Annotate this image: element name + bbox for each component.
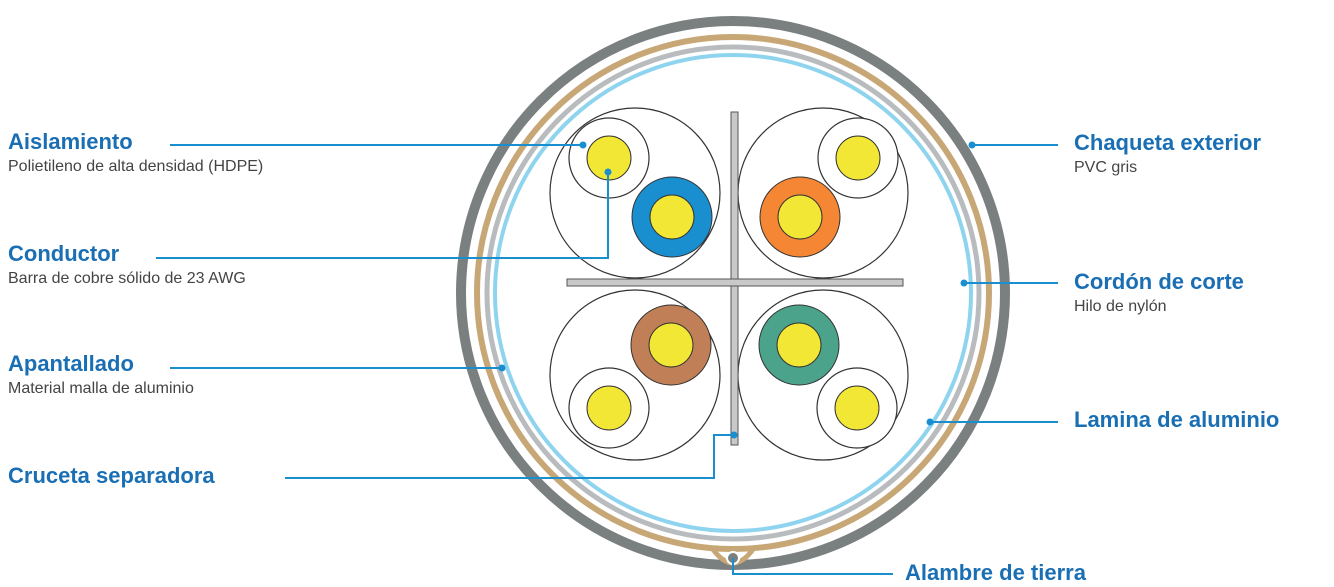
conductor-top-right-white [836,136,880,180]
label-apantallado-title: Apantallado [8,351,194,376]
conductor-bottom-left-white [587,386,631,430]
label-apantallado: Apantallado Material malla de aluminio [8,351,194,399]
leader-dot-apantallado [499,365,506,372]
label-conductor-desc: Barra de cobre sólido de 23 AWG [8,270,246,288]
label-aislamiento-desc: Polietileno de alta densidad (HDPE) [8,158,263,176]
label-chaqueta-desc: PVC gris [1074,159,1261,177]
label-cruceta-title: Cruceta separadora [8,463,215,488]
leader-dot-chaqueta [969,142,976,149]
leader-dot-conductor [605,169,612,176]
cross-separator-horizontal [567,279,903,286]
leader-dot-aislamiento [580,142,587,149]
label-chaqueta-title: Chaqueta exterior [1074,130,1261,155]
label-conductor-title: Conductor [8,241,246,266]
label-aislamiento: Aislamiento Polietileno de alta densidad… [8,129,263,177]
conductor-blue [650,195,694,239]
leader-dot-cordon [961,280,968,287]
conductor-bottom-right-white [835,386,879,430]
conductor-green [777,323,821,367]
label-alambre-title: Alambre de tierra [905,560,1086,585]
label-cordon-title: Cordón de corte [1074,269,1244,294]
label-cordon-desc: Hilo de nylón [1074,298,1244,316]
leader-dot-cruceta [731,432,738,439]
label-cruceta: Cruceta separadora [8,463,215,488]
leader-dot-lamina [927,419,934,426]
label-lamina: Lamina de aluminio [1074,407,1279,432]
label-alambre: Alambre de tierra [905,560,1086,585]
conductor-brown [649,323,693,367]
label-lamina-title: Lamina de aluminio [1074,407,1279,432]
label-apantallado-desc: Material malla de aluminio [8,380,194,398]
label-chaqueta: Chaqueta exterior PVC gris [1074,130,1261,178]
label-aislamiento-title: Aislamiento [8,129,263,154]
label-cordon: Cordón de corte Hilo de nylón [1074,269,1244,317]
label-conductor: Conductor Barra de cobre sólido de 23 AW… [8,241,246,289]
conductor-orange [778,195,822,239]
